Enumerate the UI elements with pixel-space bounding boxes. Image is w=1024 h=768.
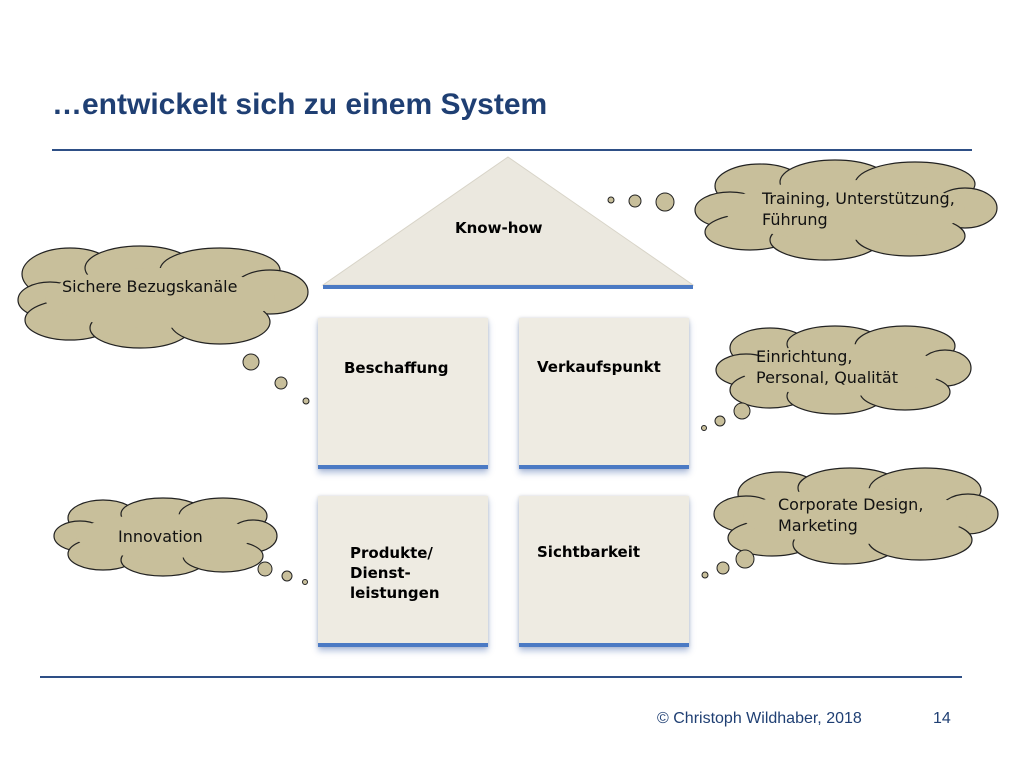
roof-label: Know-how	[455, 219, 543, 237]
room-verkaufspunkt-label: Verkaufspunkt	[537, 358, 661, 376]
bubble-training-medium	[628, 194, 642, 208]
cloud-einrichtung: Einrichtung, Personal, Qualität	[710, 322, 972, 416]
bubble-innovation-small	[302, 579, 308, 585]
bubble-innovation-large	[257, 561, 273, 577]
room-sichtbarkeit-label: Sichtbarkeit	[537, 543, 641, 561]
house-roof	[318, 155, 698, 291]
cloud-training: Training, Unterstützung, Führung	[690, 156, 1000, 264]
room-produkte	[318, 496, 488, 647]
cloud-bezugskanaele: Sichere Bezugskanäle	[10, 244, 312, 352]
cloud-training-text: Training, Unterstützung, Führung	[762, 189, 955, 229]
room-sichtbarkeit	[519, 496, 689, 647]
bubble-einrichtung-small	[701, 425, 707, 431]
cloud-corporate: Corporate Design, Marketing	[710, 464, 1000, 568]
title-divider	[52, 149, 972, 151]
bubble-einrichtung-medium	[714, 415, 726, 427]
page-number: 14	[933, 710, 951, 727]
room-beschaffung	[318, 318, 488, 469]
bubble-einrichtung-large	[733, 402, 751, 420]
bubble-bezug-large	[242, 353, 260, 371]
cloud-bezugskanaele-text: Sichere Bezugskanäle	[62, 277, 238, 296]
cloud-innovation-text: Innovation	[118, 527, 203, 546]
bubble-bezug-medium	[274, 376, 288, 390]
slide-title: …entwickelt sich zu einem System	[52, 88, 548, 121]
footer-copyright: © Christoph Wildhaber, 2018	[657, 710, 862, 727]
bubble-corporate-medium	[716, 561, 730, 575]
bubble-corporate-large	[735, 549, 755, 569]
bubble-bezug-small	[302, 397, 310, 405]
room-produkte-label: Produkte/ Dienst- leistungen	[350, 544, 440, 602]
bubble-training-small	[607, 196, 615, 204]
cloud-innovation: Innovation	[48, 494, 280, 578]
cloud-corporate-text: Corporate Design, Marketing	[778, 495, 924, 535]
bubble-training-large	[655, 192, 675, 212]
footer-divider	[40, 676, 962, 678]
cloud-einrichtung-text: Einrichtung, Personal, Qualität	[756, 347, 898, 387]
room-beschaffung-label: Beschaffung	[344, 359, 449, 377]
bubble-corporate-small	[701, 571, 709, 579]
room-verkaufspunkt	[519, 318, 689, 469]
bubble-innovation-medium	[281, 570, 293, 582]
